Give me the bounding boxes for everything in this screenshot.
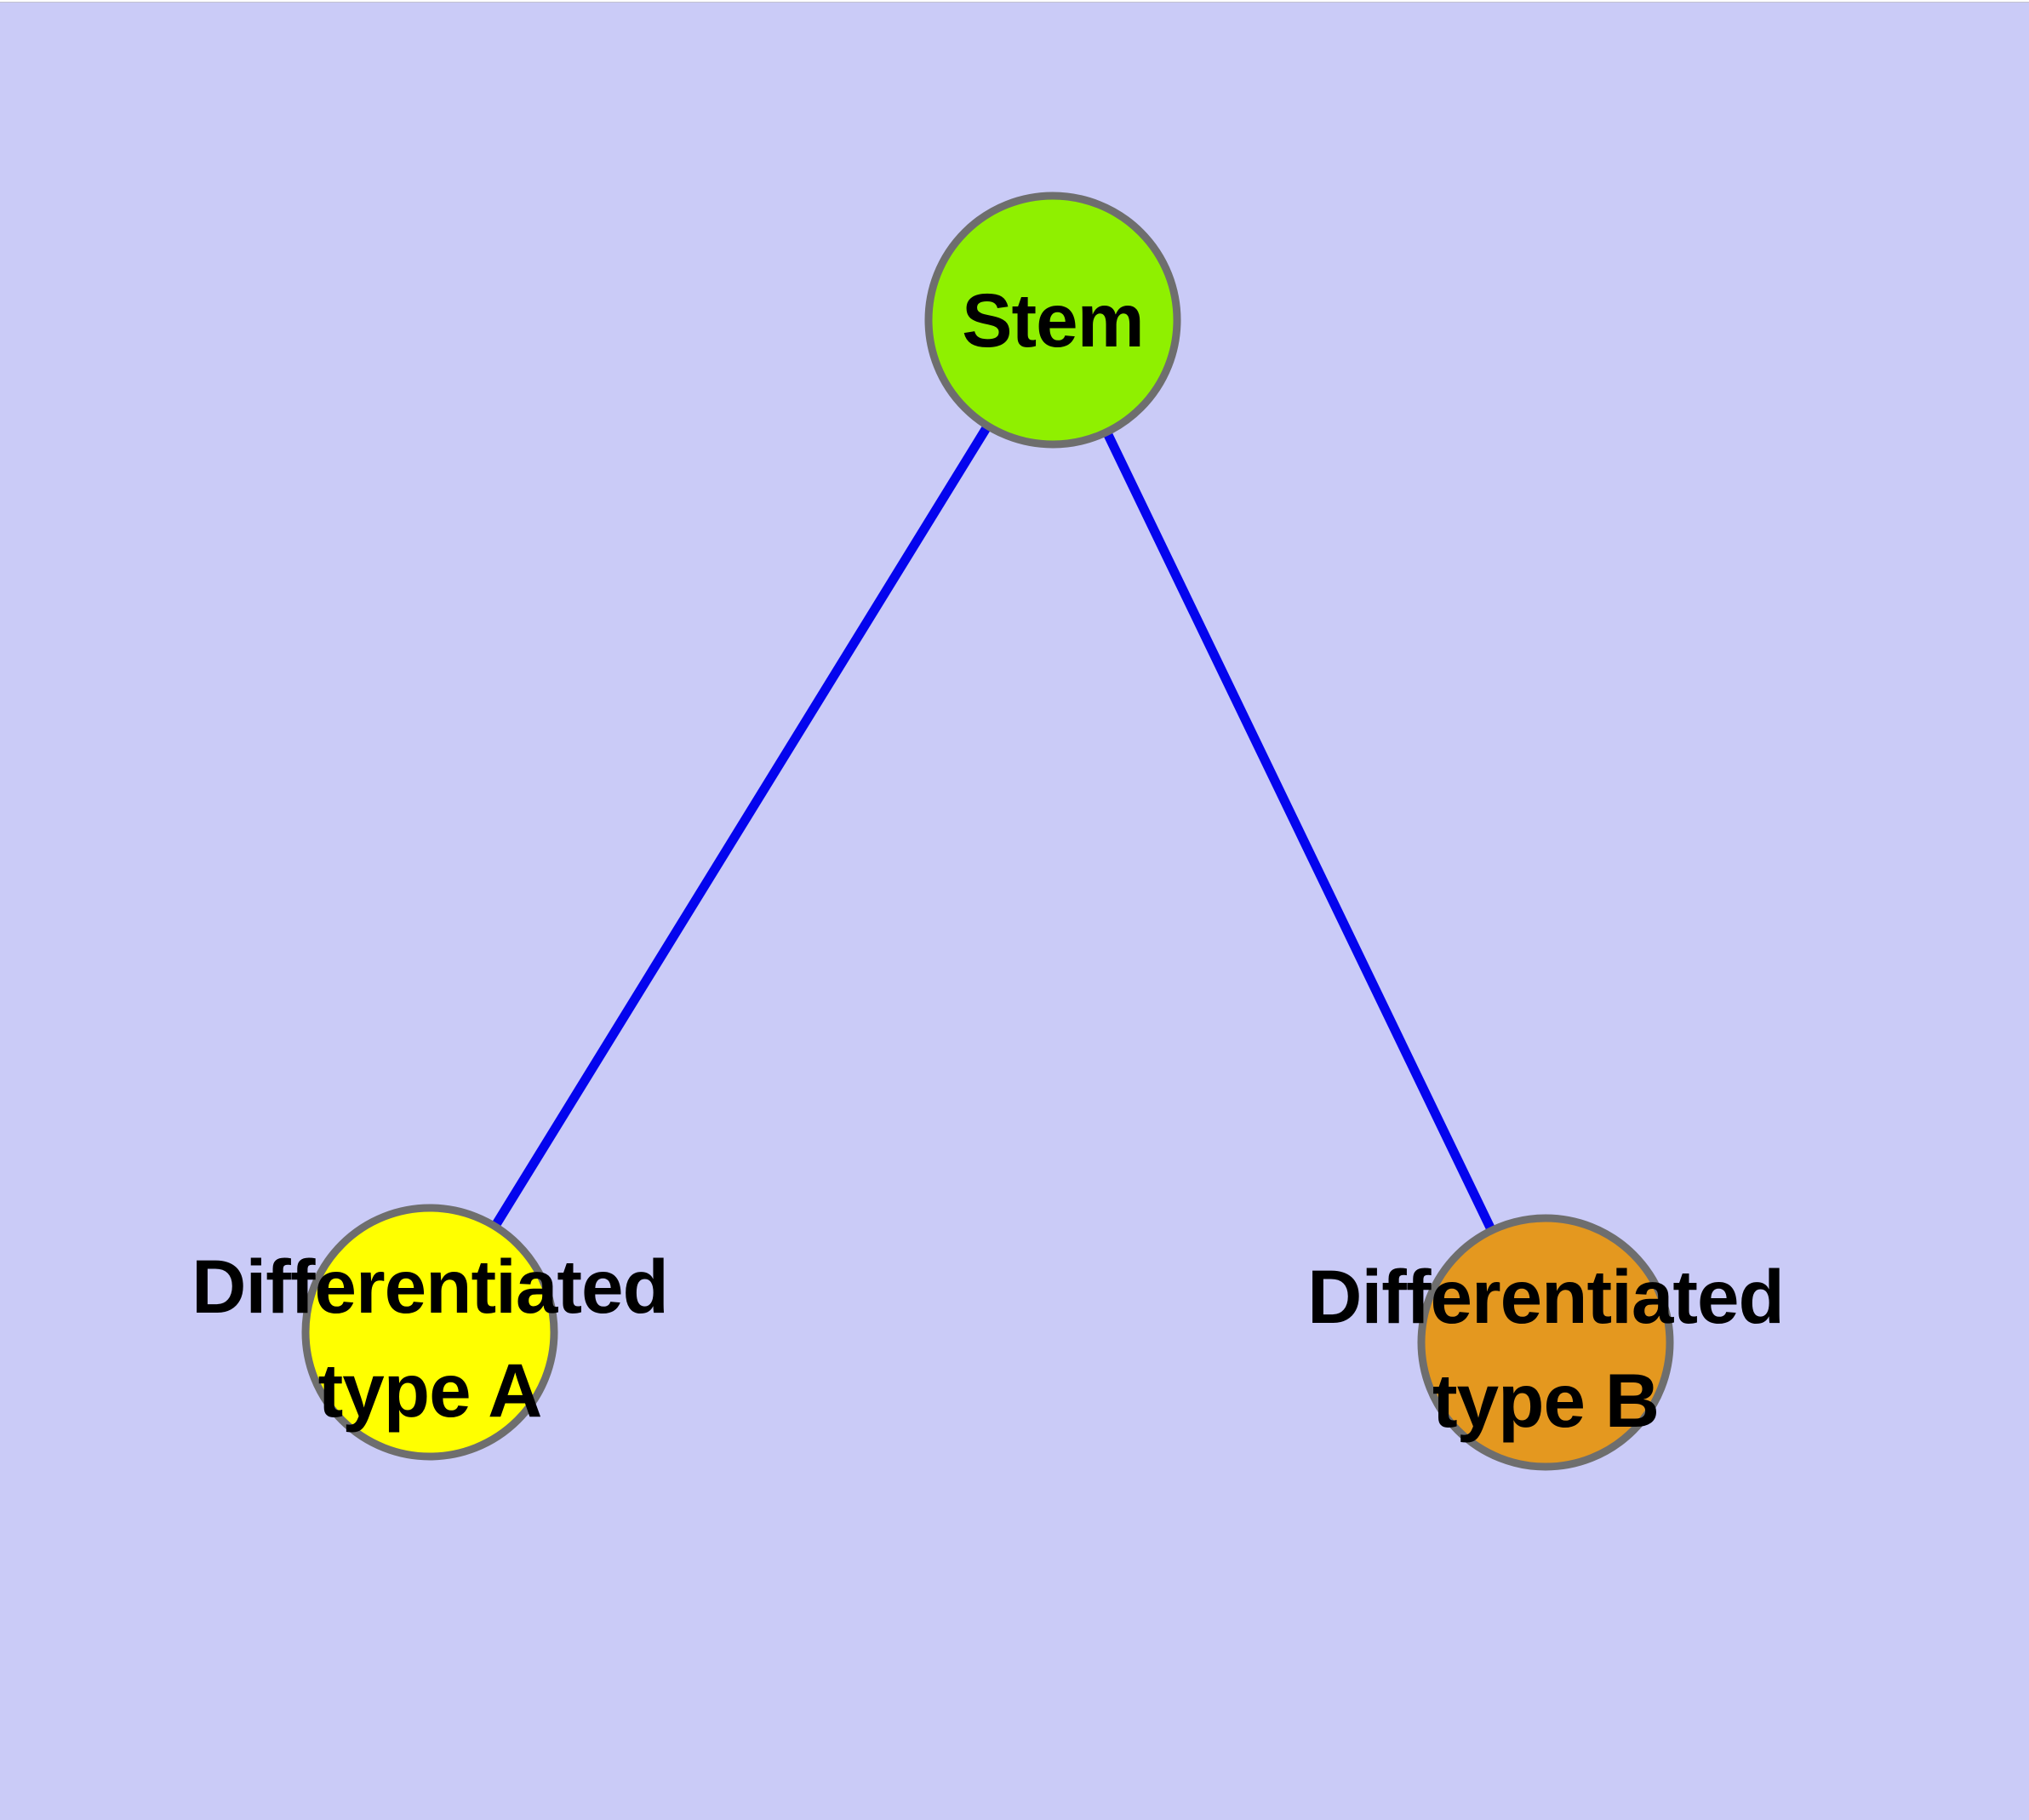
node-typeB-circle bbox=[1417, 1214, 1674, 1471]
node-label-line: Differentiated bbox=[1307, 1254, 1785, 1339]
node-label-line: Stem bbox=[962, 278, 1145, 363]
graph-svg bbox=[0, 3, 2029, 1820]
node-label-line: type B bbox=[1432, 1358, 1660, 1443]
node-stem-label: Stem bbox=[962, 268, 1145, 372]
node-label-line: type A bbox=[317, 1348, 543, 1433]
node-typeB-label: Differentiated type B bbox=[1307, 1245, 1785, 1452]
top-margin-strip bbox=[0, 0, 2029, 3]
edge-stem-to-typeB bbox=[1049, 318, 1550, 1345]
node-typeA-label: Differentiated type A bbox=[191, 1234, 669, 1442]
graph-plot-area: Stem Differentiated type A Differentiate… bbox=[0, 3, 2029, 1820]
node-typeA-circle bbox=[301, 1204, 558, 1461]
edge-stem-to-typeA bbox=[426, 318, 1057, 1335]
node-stem-circle bbox=[924, 192, 1181, 449]
node-label-line: Differentiated bbox=[191, 1244, 669, 1329]
